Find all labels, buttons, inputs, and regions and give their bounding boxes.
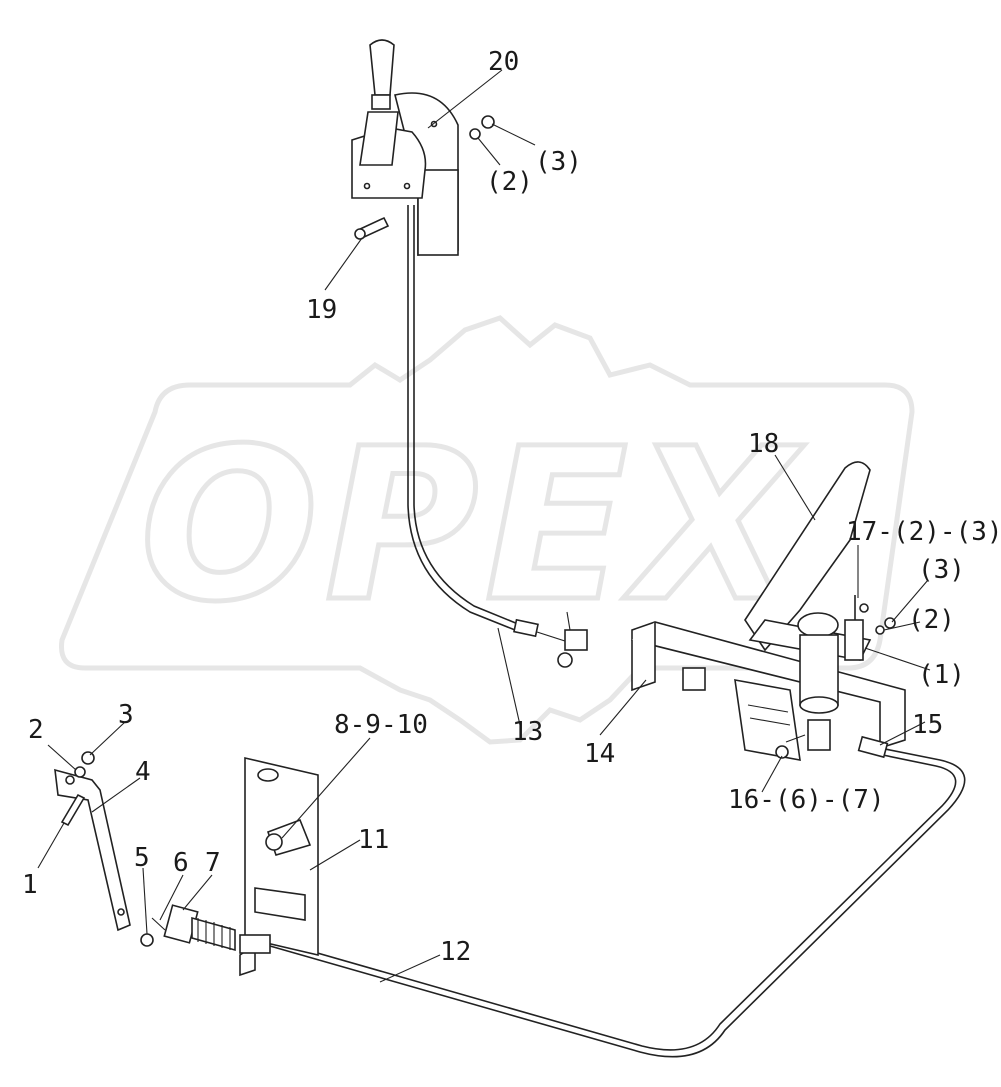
pedal-spring-cap (797, 612, 839, 638)
plate-hole-left (363, 182, 371, 190)
cable-13-upper (407, 205, 516, 631)
pedal-cable-clamp (807, 719, 831, 751)
cable-12-outer (271, 753, 957, 1051)
control-lever-assembly (351, 39, 459, 256)
mounting-bracket-14 (631, 621, 906, 761)
label-part-11: 11 (358, 825, 389, 855)
label-part-15: 15 (912, 710, 943, 740)
bolt-19 (354, 216, 390, 240)
label-part-20: 20 (488, 47, 519, 77)
label-bolt-1-right: (1) (918, 660, 965, 690)
washer-2-upper (469, 128, 481, 140)
label-part-14: 14 (584, 739, 615, 769)
lever-shaft (371, 94, 391, 110)
washer-2-left (74, 766, 86, 778)
lever-housing-body (417, 169, 459, 256)
pin-5 (140, 933, 154, 947)
plate-slot (257, 768, 279, 782)
cotter-pin-6 (151, 917, 166, 931)
label-part-17: 17-(2)-(3) (846, 517, 1001, 547)
label-part-18: 18 (748, 429, 779, 459)
nut-3-upper (481, 115, 495, 129)
pedal-stud (844, 619, 864, 661)
label-part-8-9-10: 8-9-10 (334, 710, 428, 740)
bolt-1 (60, 793, 86, 827)
label-part-16: 16-(6)-(7) (728, 785, 885, 815)
cable-12 (269, 747, 966, 1058)
label-washer-2-right: (2) (908, 605, 955, 635)
bracket-slot-plate (734, 679, 801, 761)
lever-arm-4 (54, 768, 131, 932)
watermark-text: OPEX (140, 403, 805, 648)
label-part-1: 1 (22, 870, 38, 900)
label-nut-3-upper: (3) (535, 147, 582, 177)
part-labels: 20 (3) (2) 19 13 14 18 17-(2)-(3) (3) (2… (22, 47, 1001, 967)
pedal-plate (744, 461, 871, 652)
bolt-16 (775, 734, 806, 759)
watermark: OPEX (58, 315, 915, 745)
cable-13-upper-outer (413, 205, 519, 625)
nut-3-right (884, 617, 896, 629)
watermark-gear-outline (58, 315, 915, 745)
label-part-12: 12 (440, 937, 471, 967)
label-part-6: 6 (173, 848, 189, 878)
washer-2-right (875, 625, 885, 635)
lever-boot (359, 111, 399, 166)
plate-hole-right (403, 182, 411, 190)
label-part-2: 2 (28, 715, 44, 745)
label-part-19: 19 (306, 295, 337, 325)
label-part-7: 7 (205, 848, 221, 878)
nut-3-left (81, 751, 95, 765)
lever-knob (369, 39, 395, 96)
pedal-assembly-18 (744, 461, 872, 751)
leader-lines (37, 69, 931, 983)
label-part-5: 5 (134, 843, 150, 873)
bracket-clamp (682, 667, 706, 691)
cable-nut (239, 934, 271, 954)
label-part-13: 13 (512, 717, 543, 747)
label-part-3: 3 (118, 700, 134, 730)
label-part-4: 4 (135, 757, 151, 787)
cable-12-right-fitting (857, 735, 889, 759)
cable-13-end-fitting (513, 611, 588, 668)
label-nut-3-right: (3) (918, 555, 965, 585)
pedal-cylinder (799, 634, 839, 706)
clevis-spring-assembly (140, 904, 271, 954)
label-washer-2-upper: (2) (486, 167, 533, 197)
bolt-8-9-10 (265, 818, 312, 856)
